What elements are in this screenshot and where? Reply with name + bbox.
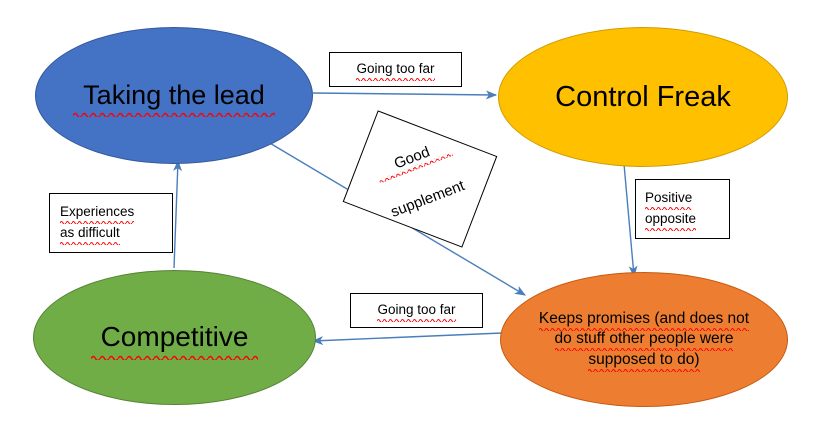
edge-label-good-supplement-line1: Good: [372, 135, 452, 183]
node-keeps-promises[interactable]: Keeps promises (and does not do stuff ot…: [500, 272, 788, 407]
edge-label-positive-opposite-line2: opposite: [645, 209, 697, 232]
edge-label-good-supplement[interactable]: Good supplement: [342, 110, 498, 248]
node-label-control-freak: Control Freak: [555, 80, 731, 113]
node-label-keeps-promises: Keeps promises (and does not do stuff ot…: [529, 309, 759, 373]
edge-label-good-supplement-inner: Good supplement: [372, 135, 468, 224]
edge-label-positive-opposite-line1: Positive: [645, 188, 693, 211]
node-competitive[interactable]: Competitive: [33, 270, 316, 405]
edge-label-experiences-line1: Experiences: [60, 202, 135, 225]
edge-label-positive-opposite[interactable]: Positive opposite: [635, 179, 730, 239]
node-label-keeps-promises-line2: do stuff other people were: [554, 329, 733, 352]
edge-label-text: Going too far: [377, 300, 456, 323]
edge-label-experiences-as-difficult[interactable]: Experiences as difficult: [49, 193, 173, 253]
arrow-control-to-promises: [623, 163, 638, 278]
edge-label-going-too-far-bottom[interactable]: Going too far: [350, 293, 483, 328]
node-label-taking-the-lead: Taking the lead: [73, 78, 275, 117]
edge-label-experiences-line2: as difficult: [60, 223, 120, 246]
edge-label-going-too-far-top[interactable]: Going too far: [329, 52, 462, 87]
arrow-promises-to-competitive: [311, 332, 503, 346]
node-control-freak[interactable]: Control Freak: [498, 27, 788, 167]
edge-label-good-supplement-line2: supplement: [388, 177, 467, 221]
arrow-competitive-to-lead: [173, 159, 183, 269]
edge-label-text: Going too far: [356, 59, 435, 82]
node-label-competitive: Competitive: [90, 319, 259, 360]
arrow-lead-to-control: [312, 90, 498, 100]
node-taking-the-lead[interactable]: Taking the lead: [35, 27, 313, 164]
node-label-keeps-promises-line3: supposed to do): [588, 350, 700, 373]
node-label-keeps-promises-line1: Keeps promises (and does not: [538, 309, 750, 332]
